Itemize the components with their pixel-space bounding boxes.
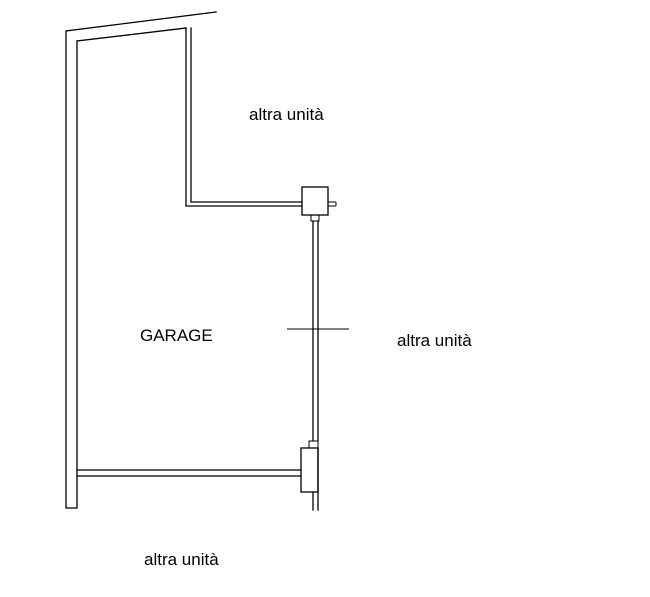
right-wall <box>312 220 319 442</box>
upper-inner-wall <box>185 27 303 207</box>
upper-column <box>301 186 337 222</box>
label-unit-top: altra unità <box>249 105 324 124</box>
label-room-garage: GARAGE <box>140 326 213 345</box>
lower-wall <box>76 469 302 477</box>
lower-column <box>300 440 319 511</box>
left-wall <box>65 11 217 509</box>
label-unit-right: altra unità <box>397 331 472 350</box>
label-unit-bottom: altra unità <box>144 550 219 569</box>
